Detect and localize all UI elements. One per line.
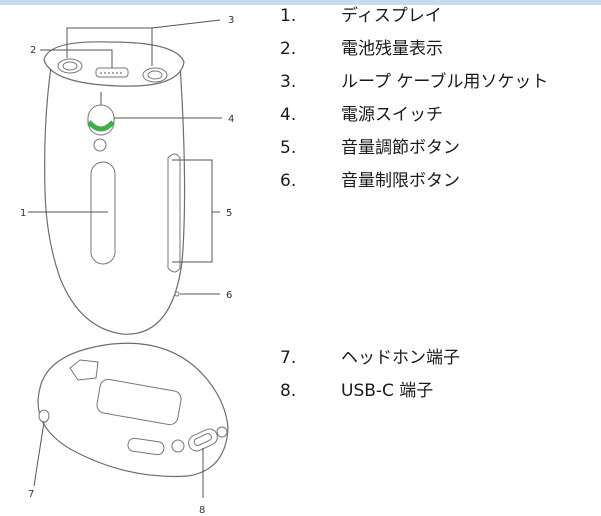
legend-item-label: 音量制限ボタン xyxy=(341,171,460,191)
device-front-view xyxy=(43,41,186,335)
speaker-slot xyxy=(127,437,165,456)
legend-item-number: 6. xyxy=(280,171,297,191)
callout-7: 7 xyxy=(28,489,34,500)
legend-item-number: 5. xyxy=(280,138,297,158)
display-window-bottom xyxy=(96,378,182,426)
display-window xyxy=(90,161,116,265)
legend-item-label: ヘッドホン端子 xyxy=(341,348,460,368)
leader-lines-top xyxy=(28,19,222,295)
callout-2: 2 xyxy=(30,45,36,56)
legend-item-number: 3. xyxy=(280,72,297,92)
device-bottom-view xyxy=(37,342,229,478)
port-left xyxy=(171,439,185,453)
legend-item-label: 電源スイッチ xyxy=(341,105,443,125)
top-accent-bar xyxy=(0,0,601,5)
legend-item-number: 2. xyxy=(280,39,297,59)
callout-5: 5 xyxy=(226,208,232,219)
legend-item-label: ディスプレイ xyxy=(341,6,442,26)
callout-6: 6 xyxy=(226,290,232,301)
volume-rocker xyxy=(167,153,181,273)
legend-item-label: ループ ケーブル用ソケット xyxy=(341,72,549,92)
clip-notch xyxy=(69,359,99,381)
legend-item-number: 7. xyxy=(280,348,297,368)
callout-8: 8 xyxy=(199,505,205,516)
leader-lines-bottom xyxy=(33,421,204,498)
callout-4: 4 xyxy=(228,114,234,125)
callout-1: 1 xyxy=(20,208,26,219)
loop-socket-left-inner xyxy=(62,61,78,71)
legend-item-label: USB-C 端子 xyxy=(341,381,434,401)
port-right xyxy=(216,426,228,438)
legend-item-number: 4. xyxy=(280,105,297,125)
headphone-jack xyxy=(38,409,50,423)
legend-item-number: 8. xyxy=(280,381,297,401)
legend-item-label: 音量調節ボタン xyxy=(341,138,460,158)
power-switch-led xyxy=(87,120,115,132)
legend-item-label: 電池残量表示 xyxy=(341,39,443,59)
loop-socket-right-inner xyxy=(147,70,163,80)
legend-item-number: 1. xyxy=(280,6,297,26)
volume-limit-button xyxy=(174,291,180,297)
sensor-dot xyxy=(93,138,107,152)
callout-3: 3 xyxy=(228,15,234,26)
